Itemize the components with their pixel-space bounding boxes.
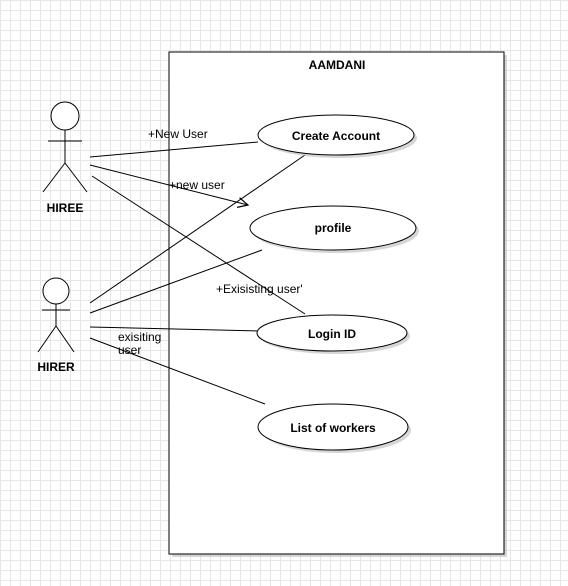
use-case-create-account-label: Create Account: [292, 129, 380, 143]
label-existing-user-2-line1: exisiting: [118, 330, 161, 344]
use-case-login-id-label: Login ID: [308, 327, 356, 341]
use-case-list-of-workers-label: List of workers: [290, 421, 376, 435]
use-case-login-id[interactable]: Login ID: [256, 314, 410, 354]
actor-hirer[interactable]: [37, 277, 75, 353]
label-existing-user-2-line2: user: [118, 343, 141, 357]
actor-hirer-label: HIRER: [37, 360, 75, 374]
actor-hiree[interactable]: [42, 101, 88, 193]
actor-hiree-label: HIREE: [47, 201, 84, 215]
association-hirer-list-of-workers[interactable]: [89, 337, 266, 405]
association-hiree-login[interactable]: [91, 175, 306, 315]
association-hiree-create-account[interactable]: [89, 141, 259, 158]
use-case-profile[interactable]: profile: [249, 205, 419, 253]
label-new-user-1: +New User: [148, 127, 208, 141]
label-new-user-2: +new user: [169, 178, 225, 192]
association-hirer-profile[interactable]: [89, 249, 263, 314]
actor-hiree-head: [50, 101, 80, 131]
use-case-profile-label: profile: [315, 221, 352, 235]
use-case-list-of-workers[interactable]: List of workers: [257, 403, 411, 453]
association-hiree-profile[interactable]: [89, 164, 248, 205]
association-hirer-login[interactable]: [89, 326, 259, 332]
system-title: AAMDANI: [309, 58, 366, 72]
label-existing-user-1: +Exisisting user': [216, 282, 303, 296]
use-case-create-account[interactable]: Create Account: [257, 114, 417, 158]
association-hirer-create-account[interactable]: [89, 154, 306, 304]
actor-hirer-head: [42, 277, 70, 305]
